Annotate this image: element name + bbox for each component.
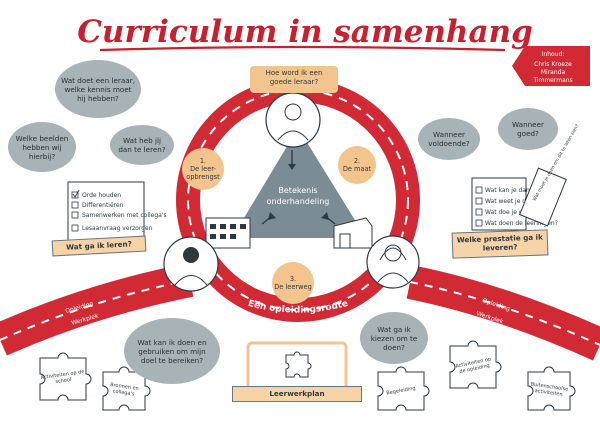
step-1-label: De leer-opbrengst (186, 165, 220, 181)
left-check-2: Differentiëren (82, 202, 124, 209)
center-triangle (232, 128, 366, 238)
title-underline (99, 45, 506, 52)
bubble-sufficient: Wanneer voldoende? (418, 118, 480, 160)
step-3-number: 3. (289, 275, 297, 283)
road-left (0, 263, 194, 356)
bubble-good: Wanneer goed? (498, 108, 558, 150)
left-checklist-board (67, 181, 145, 241)
bubble-what-can-i-do: Wat kan ik doen en gebruiken om mijn doe… (124, 318, 220, 384)
puzzle-piece-1 (39, 352, 92, 401)
right-check-4: Wat doen de leerlingen? (485, 220, 558, 227)
step-2-label: De maat (342, 165, 372, 173)
top-question-box: Hoe word ik een goede leraar? (250, 66, 338, 93)
left-check-4: Lesaanvraag verzorgen (82, 225, 153, 232)
step-3-circle: 3. De leerweg (272, 262, 314, 304)
road-right-marking (409, 281, 600, 346)
puzzle-piece-5 (527, 366, 576, 411)
arrow-left-head (268, 212, 276, 220)
credits-ribbon (512, 46, 590, 86)
diagram-title: Curriculum in samenhang (77, 14, 533, 50)
step-1-number: 1. (199, 157, 207, 165)
step-2-circle: 2. De maat (338, 146, 376, 184)
credits-name-2: Miranda (541, 69, 566, 76)
bubble-what-to-learn: Wat heb jij dan te leren? (110, 125, 174, 165)
portrait-left (163, 236, 219, 292)
right-note-sheet (519, 167, 567, 227)
puzzle-piece-2 (102, 366, 151, 411)
portrait-top (265, 92, 321, 148)
credits-heading: Inhoud: (542, 51, 565, 58)
bubble-images: Welke beelden hebben wij hierbij? (8, 122, 76, 172)
credits-name-1: Chris Kroeze (534, 61, 572, 68)
school-building-left (205, 217, 251, 249)
right-banner: Welke prestatie ga ik leveren? (451, 229, 549, 259)
school-building-right (333, 217, 373, 249)
right-check-1: Wat kan je dan? (485, 187, 533, 194)
road-right (406, 265, 600, 361)
bubble-what-will-i-choose: Wat ga ik kiezen om te doen? (360, 312, 428, 364)
right-checklist-board (471, 177, 527, 231)
center-label-line2: onderhandeling (267, 197, 330, 206)
right-check-2: Wat weet je dan? (485, 198, 537, 205)
bubble-what-teacher-does: Wat doet een leraar, welke kennis moet h… (55, 60, 141, 118)
puzzle-piece-3 (377, 366, 430, 411)
puzzle-piece-4 (449, 340, 502, 389)
right-check-3: Wat doe je dan? (485, 209, 533, 216)
arrow-right-head (321, 212, 329, 220)
left-check-1: Orde houden (82, 192, 121, 199)
left-check-3: Samenwerken met collega's (82, 212, 167, 219)
bottom-banner: Leerwerkplan (232, 386, 362, 402)
step-1-circle: 1. De leer-opbrengst (182, 148, 224, 190)
arrow-down-head (288, 164, 296, 170)
portrait-right (366, 235, 420, 289)
credits-name-3: Timmermans (532, 77, 572, 84)
center-label-line1: Betekenis (278, 186, 317, 195)
leerwerkplan-board (246, 341, 348, 395)
step-3-label: De leerweg (274, 283, 312, 291)
step-2-number: 2. (353, 157, 361, 165)
